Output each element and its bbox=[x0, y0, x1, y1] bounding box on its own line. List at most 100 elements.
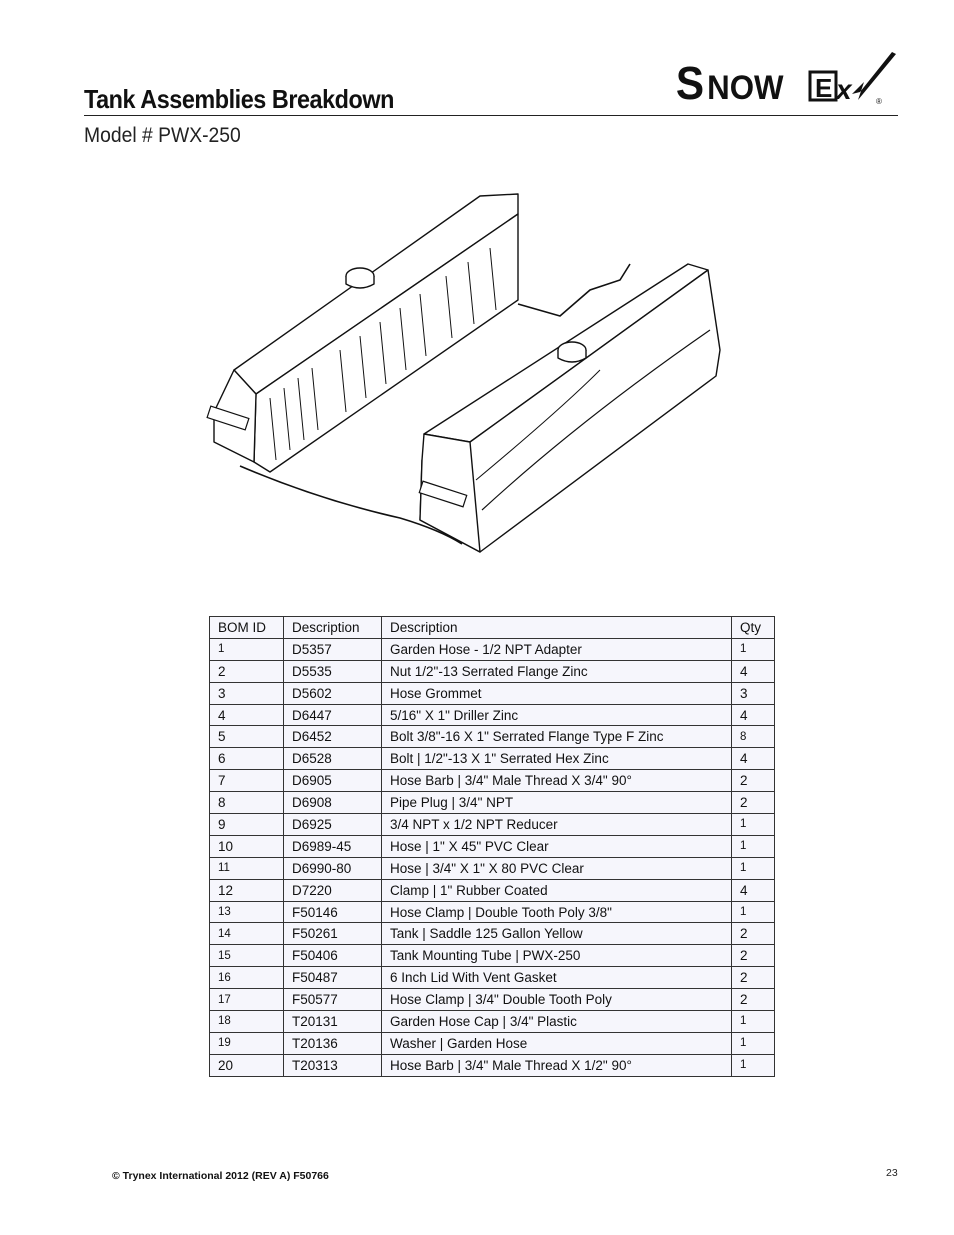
part-number-cell: D5602 bbox=[283, 681, 382, 705]
svg-text:®: ® bbox=[876, 97, 882, 106]
part-number-cell: D6447 bbox=[283, 703, 382, 727]
bom-id-cell: 11 bbox=[209, 856, 284, 880]
qty-cell: 2 bbox=[731, 922, 775, 946]
svg-text:E: E bbox=[815, 73, 832, 103]
qty-cell: 8 bbox=[731, 725, 775, 749]
description-cell: Garden Hose Cap | 3/4" Plastic bbox=[381, 1010, 732, 1033]
qty-cell: 1 bbox=[731, 813, 775, 836]
description-cell: 6 Inch Lid With Vent Gasket bbox=[381, 966, 732, 990]
qty-cell: 2 bbox=[731, 769, 775, 793]
table-row: 12 D7220 Clamp | 1" Rubber Coated 4 bbox=[209, 878, 775, 902]
qty-cell: 4 bbox=[731, 659, 775, 683]
table-row: 11 D6990-80 Hose | 3/4" X 1" X 80 PVC Cl… bbox=[209, 856, 775, 880]
description-cell: Washer | Garden Hose bbox=[381, 1031, 732, 1055]
description-cell: Pipe Plug | 3/4" NPT bbox=[381, 791, 732, 815]
part-number-cell: T20131 bbox=[283, 1010, 382, 1033]
bom-table: BOM ID Description Description Qty 1 D53… bbox=[209, 616, 775, 1077]
description-cell: 3/4 NPT x 1/2 NPT Reducer bbox=[381, 813, 732, 836]
table-row: 8 D6908 Pipe Plug | 3/4" NPT 2 bbox=[209, 791, 775, 815]
table-row: 4 D6447 5/16" X 1" Driller Zinc 4 bbox=[209, 703, 775, 727]
table-row: 16 F50487 6 Inch Lid With Vent Gasket 2 bbox=[209, 966, 775, 990]
column-header-qty: Qty bbox=[731, 616, 775, 639]
part-number-cell: F50577 bbox=[283, 988, 382, 1012]
table-row: 3 D5602 Hose Grommet 3 bbox=[209, 681, 775, 705]
snowex-logo: S NOW E x ® bbox=[676, 52, 896, 109]
part-number-cell: F50406 bbox=[283, 944, 382, 968]
table-row: 13 F50146 Hose Clamp | Double Tooth Poly… bbox=[209, 900, 775, 924]
description-cell: Garden Hose - 1/2 NPT Adapter bbox=[381, 637, 732, 661]
bom-id-cell: 12 bbox=[209, 878, 284, 902]
svg-text:NOW: NOW bbox=[707, 68, 784, 107]
copyright-footer: © Trynex International 2012 (REV A) F507… bbox=[112, 1170, 329, 1182]
bom-id-cell: 16 bbox=[209, 966, 284, 990]
description-cell: Tank | Saddle 125 Gallon Yellow bbox=[381, 922, 732, 946]
tank-assembly-drawing-icon bbox=[206, 193, 721, 553]
column-header-description: Description bbox=[381, 616, 732, 639]
model-subtitle: Model # PWX-250 bbox=[84, 124, 241, 147]
qty-cell: 2 bbox=[731, 966, 775, 990]
part-number-cell: D6925 bbox=[283, 813, 382, 836]
bom-id-cell: 15 bbox=[209, 944, 284, 968]
qty-cell: 4 bbox=[731, 703, 775, 727]
part-number-cell: D7220 bbox=[283, 878, 382, 902]
column-header-bom-id: BOM ID bbox=[209, 616, 284, 639]
table-row: 10 D6989-45 Hose | 1" X 45" PVC Clear 1 bbox=[209, 834, 775, 858]
part-number-cell: D6989-45 bbox=[283, 834, 382, 858]
title-rule bbox=[84, 115, 898, 116]
svg-text:x: x bbox=[834, 74, 853, 105]
part-number-cell: T20313 bbox=[283, 1053, 382, 1077]
bom-id-cell: 13 bbox=[209, 900, 284, 924]
bom-id-cell: 7 bbox=[209, 769, 284, 793]
part-number-cell: D6990-80 bbox=[283, 856, 382, 880]
bom-id-cell: 20 bbox=[209, 1053, 284, 1077]
table-header-row: BOM ID Description Description Qty bbox=[209, 616, 775, 639]
table-row: 17 F50577 Hose Clamp | 3/4" Double Tooth… bbox=[209, 988, 775, 1012]
table-row: 14 F50261 Tank | Saddle 125 Gallon Yello… bbox=[209, 922, 775, 946]
part-number-cell: D5357 bbox=[283, 637, 382, 661]
column-header-part-number: Description bbox=[283, 616, 382, 639]
qty-cell: 1 bbox=[731, 1031, 775, 1055]
description-cell: Tank Mounting Tube | PWX-250 bbox=[381, 944, 732, 968]
bom-id-cell: 6 bbox=[209, 747, 284, 771]
description-cell: Clamp | 1" Rubber Coated bbox=[381, 878, 732, 902]
bom-id-cell: 10 bbox=[209, 834, 284, 858]
part-number-cell: T20136 bbox=[283, 1031, 382, 1055]
table-row: 20 T20313 Hose Barb | 3/4" Male Thread X… bbox=[209, 1053, 775, 1077]
part-number-cell: D6908 bbox=[283, 791, 382, 815]
part-number-cell: F50261 bbox=[283, 922, 382, 946]
qty-cell: 4 bbox=[731, 878, 775, 902]
qty-cell: 2 bbox=[731, 988, 775, 1012]
description-cell: Hose Barb | 3/4" Male Thread X 1/2" 90° bbox=[381, 1053, 732, 1077]
part-number-cell: D6905 bbox=[283, 769, 382, 793]
qty-cell: 1 bbox=[731, 856, 775, 880]
bom-id-cell: 17 bbox=[209, 988, 284, 1012]
table-row: 2 D5535 Nut 1/2"-13 Serrated Flange Zinc… bbox=[209, 659, 775, 683]
table-row: 7 D6905 Hose Barb | 3/4" Male Thread X 3… bbox=[209, 769, 775, 793]
bom-id-cell: 9 bbox=[209, 813, 284, 836]
bom-id-cell: 8 bbox=[209, 791, 284, 815]
qty-cell: 1 bbox=[731, 900, 775, 924]
description-cell: Nut 1/2"-13 Serrated Flange Zinc bbox=[381, 659, 732, 683]
table-row: 9 D6925 3/4 NPT x 1/2 NPT Reducer 1 bbox=[209, 813, 775, 836]
page-number: 23 bbox=[886, 1167, 898, 1179]
table-row: 18 T20131 Garden Hose Cap | 3/4" Plastic… bbox=[209, 1010, 775, 1033]
part-number-cell: D6528 bbox=[283, 747, 382, 771]
description-cell: Bolt 3/8"-16 X 1" Serrated Flange Type F… bbox=[381, 725, 732, 749]
bom-id-cell: 5 bbox=[209, 725, 284, 749]
qty-cell: 1 bbox=[731, 1010, 775, 1033]
description-cell: Hose Clamp | 3/4" Double Tooth Poly bbox=[381, 988, 732, 1012]
qty-cell: 1 bbox=[731, 834, 775, 858]
table-row: 19 T20136 Washer | Garden Hose 1 bbox=[209, 1031, 775, 1055]
description-cell: Bolt | 1/2"-13 X 1" Serrated Hex Zinc bbox=[381, 747, 732, 771]
qty-cell: 4 bbox=[731, 747, 775, 771]
bom-id-cell: 19 bbox=[209, 1031, 284, 1055]
description-cell: Hose | 3/4" X 1" X 80 PVC Clear bbox=[381, 856, 732, 880]
qty-cell: 3 bbox=[731, 681, 775, 705]
table-row: 15 F50406 Tank Mounting Tube | PWX-250 2 bbox=[209, 944, 775, 968]
table-row: 6 D6528 Bolt | 1/2"-13 X 1" Serrated Hex… bbox=[209, 747, 775, 771]
qty-cell: 2 bbox=[731, 944, 775, 968]
description-cell: 5/16" X 1" Driller Zinc bbox=[381, 703, 732, 727]
bom-id-cell: 4 bbox=[209, 703, 284, 727]
part-number-cell: F50487 bbox=[283, 966, 382, 990]
bom-id-cell: 3 bbox=[209, 681, 284, 705]
